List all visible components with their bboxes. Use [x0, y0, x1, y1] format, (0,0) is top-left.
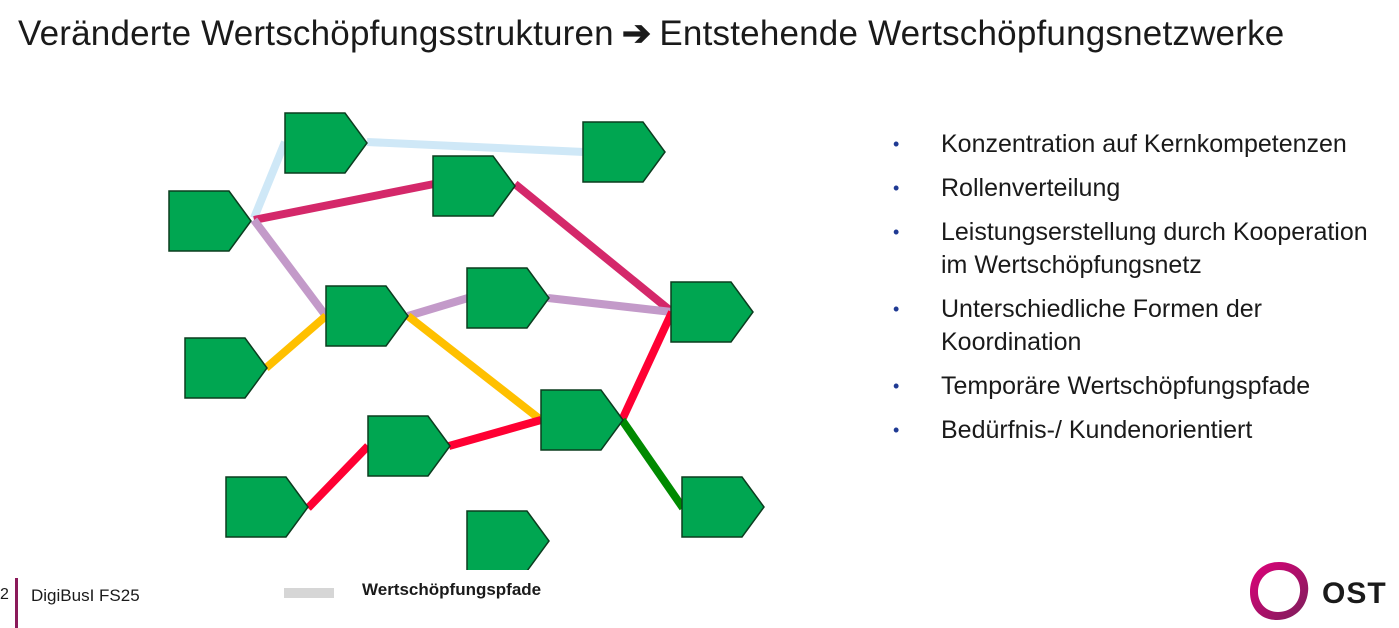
path-segment-lilac — [406, 294, 470, 320]
arrow-right-icon: ➔ — [621, 14, 652, 53]
company-node — [466, 267, 550, 329]
bullet-item: •Bedürfnis-/ Kundenorientiert — [893, 414, 1383, 447]
value-network-diagram — [168, 112, 765, 570]
path-segment-lilac — [250, 217, 330, 319]
path-segment-light-blue — [366, 138, 585, 156]
network-paths — [250, 138, 687, 511]
path-segment-green — [618, 417, 687, 511]
path-segment-red — [305, 443, 371, 511]
footer-divider — [15, 578, 18, 628]
path-segment-red — [447, 416, 543, 450]
title-right: Entstehende Wertschöpfungsnetzwerke — [659, 14, 1285, 53]
bullet-icon: • — [893, 420, 900, 440]
network-nodes — [168, 112, 765, 570]
bullet-icon: • — [893, 222, 900, 242]
bullet-item: •Rollenverteilung — [893, 172, 1383, 205]
bullet-icon: • — [893, 134, 900, 154]
page-number: 2 — [0, 586, 9, 603]
bullet-icon: • — [893, 178, 900, 198]
path-segment-lilac — [547, 294, 673, 316]
company-node — [681, 476, 765, 538]
bullet-item: •Temporäre Wertschöpfungspfade — [893, 370, 1383, 403]
company-node — [466, 510, 550, 570]
bullet-item: •Unterschiedliche Formen der Koordinatio… — [893, 295, 1262, 356]
company-node — [225, 476, 309, 538]
company-node — [540, 389, 624, 451]
company-node — [432, 155, 516, 217]
path-segment-yellow — [405, 312, 544, 424]
page-title: Veränderte Wertschöpfungsstrukturen➔Ents… — [18, 14, 1284, 54]
company-node — [184, 337, 268, 399]
bullet-icon: • — [893, 299, 900, 319]
path-segment-yellow — [263, 312, 329, 372]
path-segment-magenta — [512, 180, 675, 316]
ost-logo-icon — [1250, 562, 1309, 620]
company-node — [325, 285, 409, 347]
bullet-list: •Konzentration auf Kernkompetenzen •Roll… — [893, 128, 1383, 458]
bullet-item: •Leistungserstellung durch Kooperation i… — [893, 218, 1368, 279]
bullet-icon: • — [893, 376, 900, 396]
company-node — [582, 121, 666, 183]
course-label: DigiBusI FS25 — [31, 586, 140, 605]
path-segment-red — [618, 310, 676, 422]
title-left: Veränderte Wertschöpfungsstrukturen — [18, 14, 614, 53]
company-node — [284, 112, 368, 174]
bullet-item: •Konzentration auf Kernkompetenzen — [893, 128, 1383, 161]
company-node — [670, 281, 754, 343]
path-segment-light-blue — [250, 140, 289, 220]
logo-text: OST — [1322, 577, 1387, 610]
legend-swatch — [284, 588, 334, 598]
path-segment-magenta — [253, 180, 435, 224]
company-node — [367, 415, 451, 477]
legend-label: Wertschöpfungspfade — [362, 580, 542, 599]
company-node — [168, 190, 252, 252]
